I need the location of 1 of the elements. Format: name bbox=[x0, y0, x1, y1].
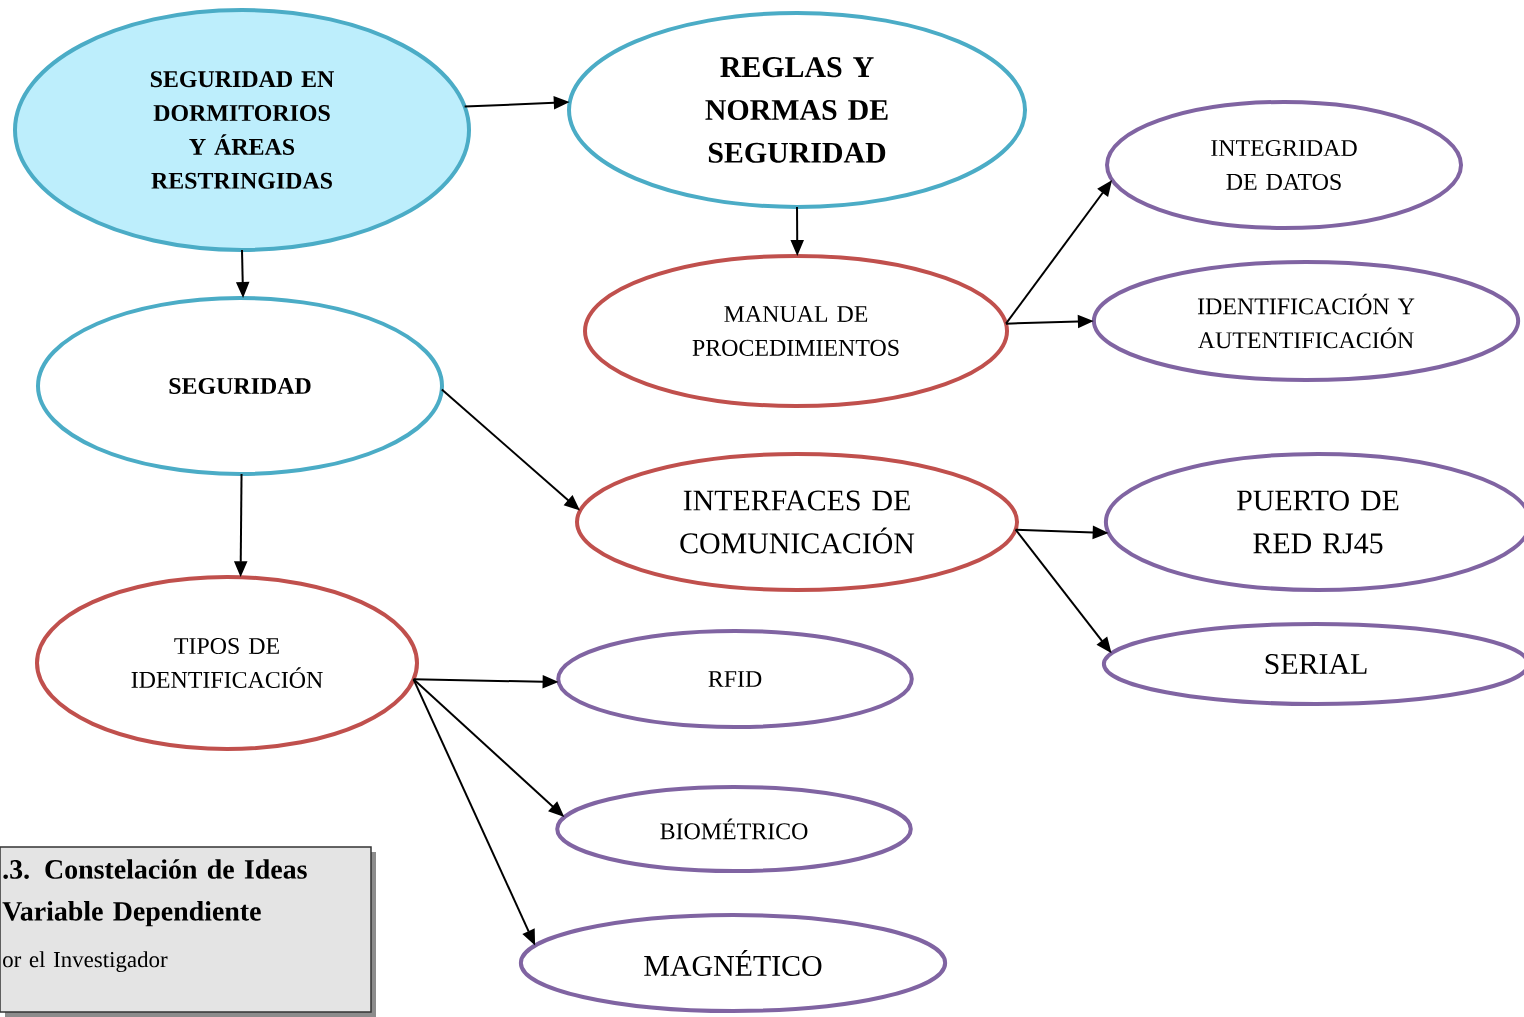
caption-box: .3. Constelación de Ideas Variable Dependiente or el Investigador bbox=[0, 846, 376, 1017]
